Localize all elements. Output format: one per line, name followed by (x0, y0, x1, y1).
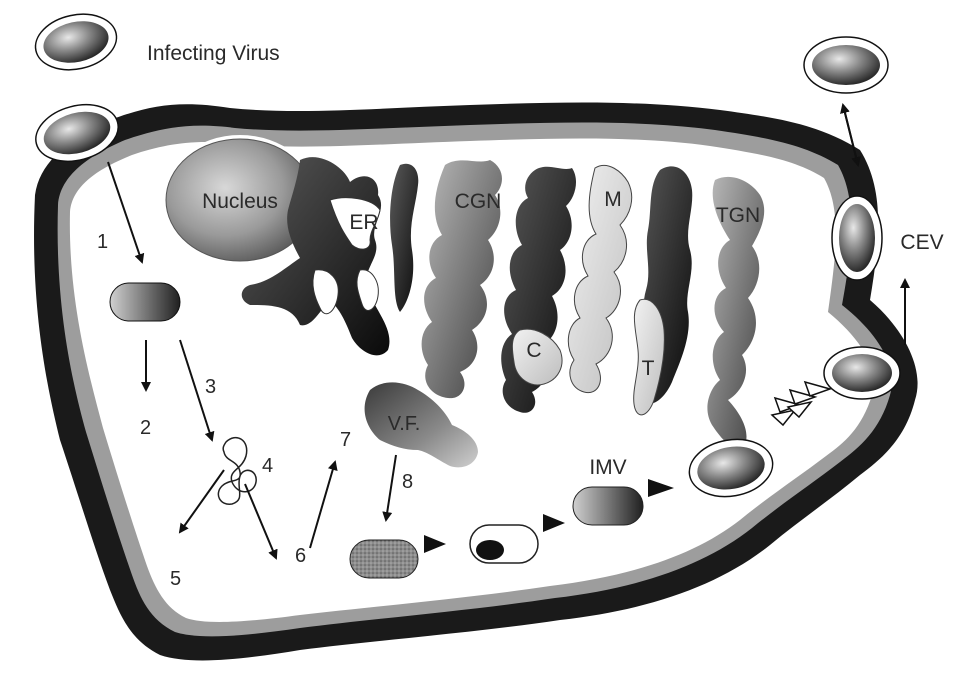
infecting-virus (30, 7, 121, 77)
maturing-particle (470, 525, 538, 563)
cev-virus (832, 196, 882, 280)
step-8: 8 (402, 471, 413, 493)
step-6: 6 (295, 545, 306, 567)
step-5: 5 (170, 568, 181, 590)
er-label: ER (349, 211, 378, 234)
m-label: M (604, 188, 622, 211)
cgn-label: CGN (455, 190, 502, 213)
immature-particle (350, 540, 418, 578)
infecting-virus-label: Infecting Virus (147, 42, 280, 65)
t-label: T (642, 357, 655, 380)
step-2: 2 (140, 417, 151, 439)
imv-particle (573, 487, 643, 525)
cev-virus-top (804, 37, 888, 93)
step-3: 3 (205, 376, 216, 398)
step-1: 1 (97, 231, 108, 253)
tgn-label: TGN (716, 204, 760, 227)
membrane-fusing-virus (824, 347, 900, 399)
cev-label: CEV (900, 231, 943, 254)
uncoating-core (110, 283, 180, 321)
vf-label: V.F. (388, 413, 421, 435)
nucleus-label: Nucleus (202, 190, 278, 213)
imv-label: IMV (589, 456, 626, 479)
step-4: 4 (262, 455, 273, 477)
c-label: C (526, 339, 541, 362)
step-7: 7 (340, 429, 351, 451)
